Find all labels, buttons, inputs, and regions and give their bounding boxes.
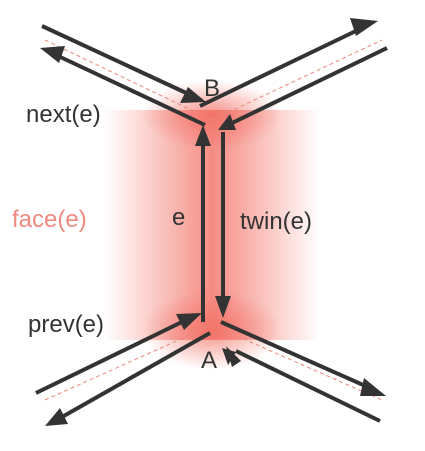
edge-bottom-left-outgoing [45,331,211,426]
vertex-a-arrowhead [222,348,236,365]
vertex-b-label: B [204,75,220,102]
vertex-a-label: A [201,347,217,374]
dashed-center-lines [44,39,383,401]
edge-next [40,46,206,127]
edge-prev [35,313,202,395]
face-label: face(e) [12,206,87,233]
edge-next-incoming [41,24,206,103]
edge-e-label: e [172,204,185,231]
next-label: next(e) [26,101,101,128]
edge-e [195,125,211,322]
edge-bottom-right-outgoing [220,320,386,396]
edge-top-right-outgoing [199,18,378,108]
twin-label: twin(e) [240,208,312,235]
edge-top-right-incoming [218,46,388,130]
prev-label: prev(e) [28,311,104,338]
edge-twin [215,132,231,318]
